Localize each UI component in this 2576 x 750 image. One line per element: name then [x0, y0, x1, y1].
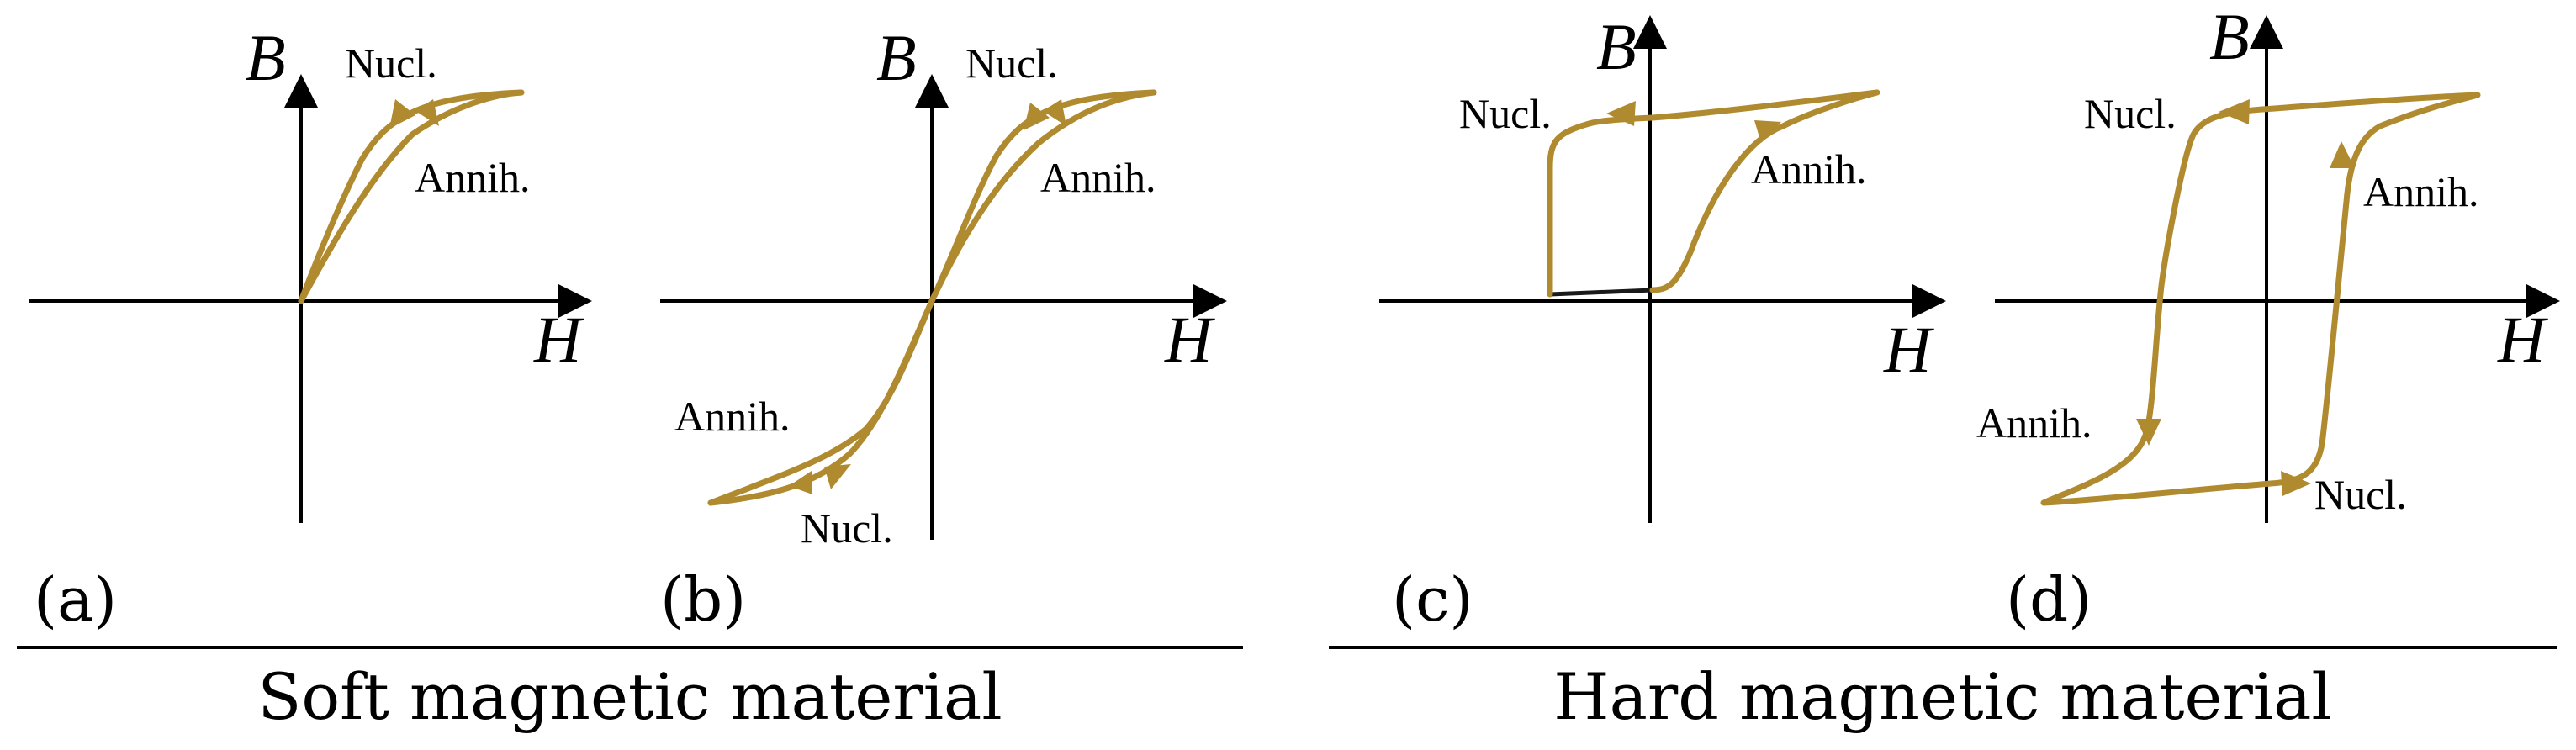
annih-label-b-upper: Annih.	[1040, 154, 1156, 201]
annih-label-b-lower: Annih.	[674, 393, 791, 440]
annih-arrow-b-upper	[1043, 99, 1066, 126]
annih-label-a: Annih.	[415, 154, 531, 201]
h-axis-label-c: H	[1883, 313, 1934, 386]
annih-label-d-lower: Annih.	[1976, 399, 2092, 446]
annih-arrow-b-lower	[789, 471, 812, 494]
b-axis-label-d: B	[2209, 0, 2250, 73]
panel-label-d: (d)	[2006, 564, 2092, 635]
nucl-label-d-lower: Nucl.	[2314, 471, 2407, 518]
h-axis-label-a: H	[533, 303, 584, 376]
panel-label-c: (c)	[1392, 564, 1473, 635]
panel-label-a: (a)	[34, 564, 117, 635]
annih-arrow-d-upper	[2330, 141, 2355, 168]
b-axis-label-a: B	[246, 21, 286, 94]
nucl-arrow-b-lower	[824, 464, 851, 489]
panel-b: B H Nucl. Annih. Annih. Nucl. (b)	[660, 21, 1227, 635]
annih-label-d-upper: Annih.	[2363, 168, 2479, 215]
nucl-arrow-a	[389, 99, 415, 129]
nucl-label-b-lower: Nucl.	[801, 504, 893, 552]
panel-a: B H Nucl. Annih. (a)	[29, 21, 592, 635]
b-axis-label-c: B	[1596, 10, 1637, 83]
panel-c: B H Nucl. Annih. (c)	[1379, 10, 1946, 635]
annih-arrow-c	[1754, 120, 1781, 143]
hard-loop-d	[2040, 92, 2481, 506]
nucl-arrow-b-upper	[1024, 103, 1050, 130]
panel-d: B H Nucl. Annih. Annih. Nucl. (d)	[1976, 0, 2560, 635]
soft-loop-upper-a	[298, 89, 525, 304]
b-axis-label-b: B	[876, 21, 917, 94]
nucl-label-b-upper: Nucl.	[965, 40, 1058, 87]
nucl-arrow-d-lower	[2281, 471, 2311, 496]
annih-arrow-d-lower	[2136, 419, 2161, 446]
annih-arrow-a	[415, 99, 439, 126]
nucl-label-d-upper: Nucl.	[2084, 90, 2177, 137]
annih-label-c: Annih.	[1751, 145, 1867, 193]
panel-label-b: (b)	[660, 564, 746, 635]
nucl-arrow-c	[1606, 101, 1636, 126]
hard-caption: Hard magnetic material	[1553, 659, 2331, 734]
h-axis-label-d: H	[2497, 303, 2548, 376]
soft-loop-lower-a	[298, 89, 525, 304]
nucl-label-c: Nucl.	[1459, 90, 1552, 137]
h-axis-label-b: H	[1164, 303, 1215, 376]
soft-caption: Soft magnetic material	[257, 659, 1002, 734]
hard-loop-c	[1547, 89, 1880, 298]
nucl-label-a: Nucl.	[345, 40, 437, 87]
nucl-arrow-d-upper	[2219, 99, 2250, 124]
soft-loop-lower-b	[707, 89, 1157, 506]
minor-loop-c	[1549, 288, 1653, 297]
